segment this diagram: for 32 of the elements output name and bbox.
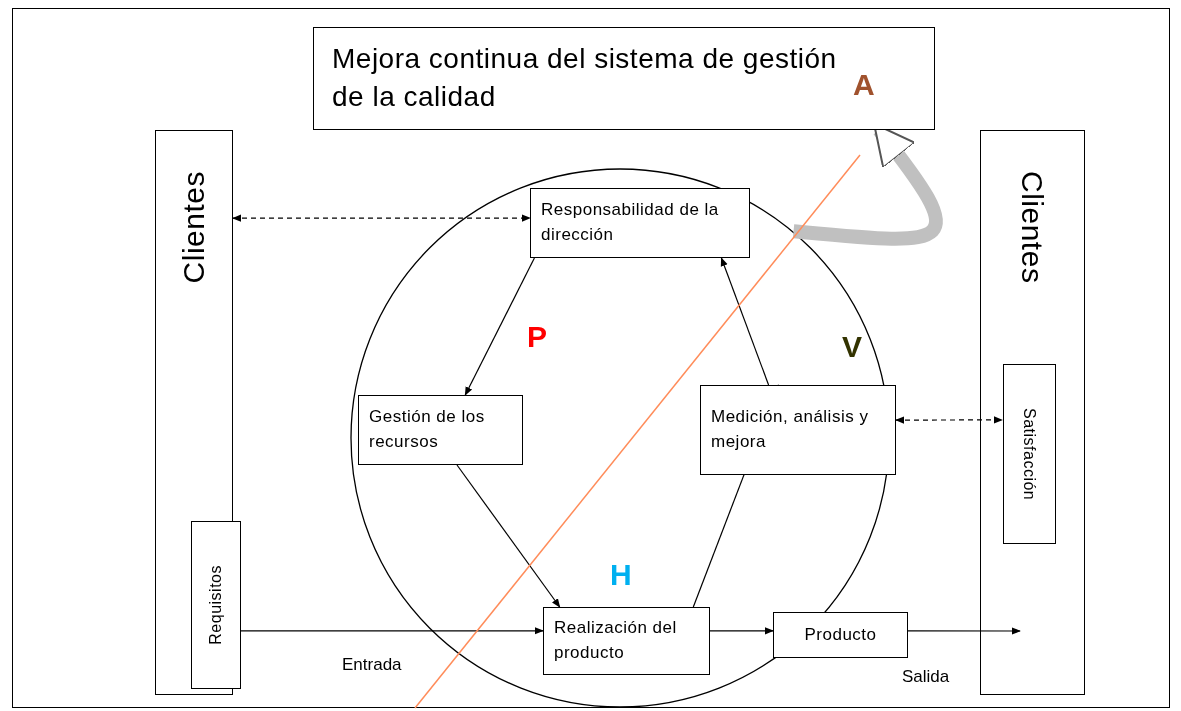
side-panel <box>980 130 1085 695</box>
dashed-double-arrow <box>895 416 1003 424</box>
node-text: Responsabilidad de la dirección <box>540 199 720 246</box>
node-text: Clientes <box>176 171 212 284</box>
node-text: Gestión de los recursos <box>368 406 486 453</box>
node-text: Clientes <box>1015 171 1051 284</box>
cycle-letter: A <box>853 70 875 100</box>
arrow <box>907 627 1021 635</box>
label-box <box>1003 364 1056 544</box>
process-box <box>543 607 710 675</box>
arrow <box>720 257 770 386</box>
process-box <box>530 188 750 258</box>
cycle-letter: P <box>527 322 547 352</box>
arrow <box>709 627 774 635</box>
cycle-letter: H <box>610 560 632 590</box>
node-text: Requisitos <box>206 565 226 645</box>
node-text: Mejora continua del sistema de gestión de la calidad <box>332 42 838 114</box>
process-box <box>773 612 908 658</box>
title-box <box>313 27 935 130</box>
cycle-letter: V <box>842 332 862 362</box>
label-box <box>191 521 241 689</box>
node-text: Realización del producto <box>553 617 678 664</box>
arrow <box>692 384 779 608</box>
node-text: Producto <box>803 623 878 646</box>
process-box <box>358 395 523 465</box>
node-text: Satisfacción <box>1020 407 1040 501</box>
process-box <box>700 385 896 475</box>
arrow <box>239 627 544 635</box>
dashed-double-arrow <box>232 214 531 222</box>
arrow <box>456 464 561 608</box>
arrow <box>464 257 535 396</box>
node-text: Medición, análisis y mejora <box>710 406 870 453</box>
